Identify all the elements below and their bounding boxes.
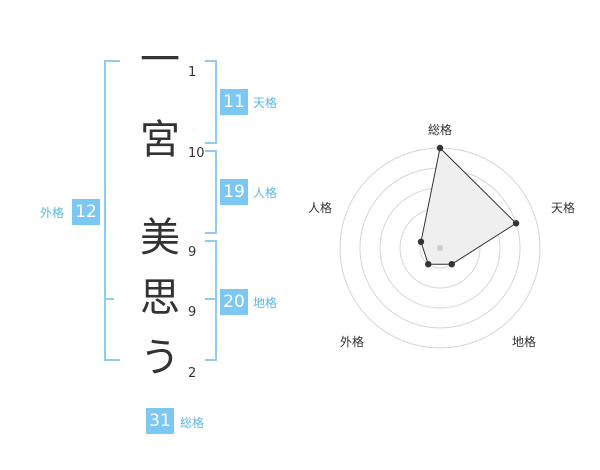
chikaku-value-badge: 20 [220, 289, 248, 315]
radar-axis-label-gaikaku: 外格 [340, 334, 364, 349]
radar-axis-label-chikaku: 地格 [512, 334, 536, 349]
name-char-2: 宮 [140, 117, 180, 163]
chikaku-bracket [205, 240, 217, 361]
jinkaku-label: 人格 [253, 186, 278, 200]
name-char-4: 思 [140, 275, 180, 321]
radar-axis-label-jinkaku: 人格 [308, 200, 332, 215]
radar-point-gaikaku [425, 260, 432, 268]
radar-center-dot [437, 245, 443, 251]
soukaku-label: 総格 [180, 416, 205, 430]
radar-score-area [420, 146, 517, 265]
stroke-count-3: 9 [188, 245, 197, 260]
stroke-count-5: 2 [188, 366, 197, 381]
soukaku-value-badge: 31 [146, 408, 174, 434]
radar-point-soukaku [436, 144, 444, 152]
gaikaku-bracket-tick [104, 298, 114, 300]
jinkaku-bracket [205, 150, 217, 234]
stroke-count-1: 1 [188, 65, 197, 80]
tenkaku-value-badge: 11 [220, 89, 248, 115]
gaikaku-bracket [104, 60, 120, 361]
name-char-3: 美 [140, 215, 180, 261]
kaku-radar-chart: 総格 天格 地格 外格 人格 [308, 122, 575, 349]
radar-axis-label-soukaku: 総格 [428, 122, 452, 137]
chikaku-bracket-tick [205, 298, 215, 300]
tenkaku-label: 天格 [253, 96, 278, 110]
gaikaku-label: 外格 [40, 206, 65, 220]
name-char-1: 一 [140, 37, 180, 83]
stroke-count-4: 9 [188, 305, 197, 320]
gaikaku-value-badge: 12 [72, 199, 100, 225]
radar-point-tenkaku [512, 220, 520, 227]
radar-point-chikaku [448, 260, 455, 268]
radar-axis-label-tenkaku: 天格 [551, 200, 575, 215]
chikaku-label: 地格 [253, 296, 278, 310]
name-char-5: う [140, 335, 180, 381]
tenkaku-bracket [205, 60, 217, 144]
jinkaku-value-badge: 19 [220, 179, 248, 205]
stroke-count-2: 10 [188, 146, 205, 161]
radar-score-points [417, 144, 520, 268]
radar-point-jinkaku [417, 238, 425, 246]
